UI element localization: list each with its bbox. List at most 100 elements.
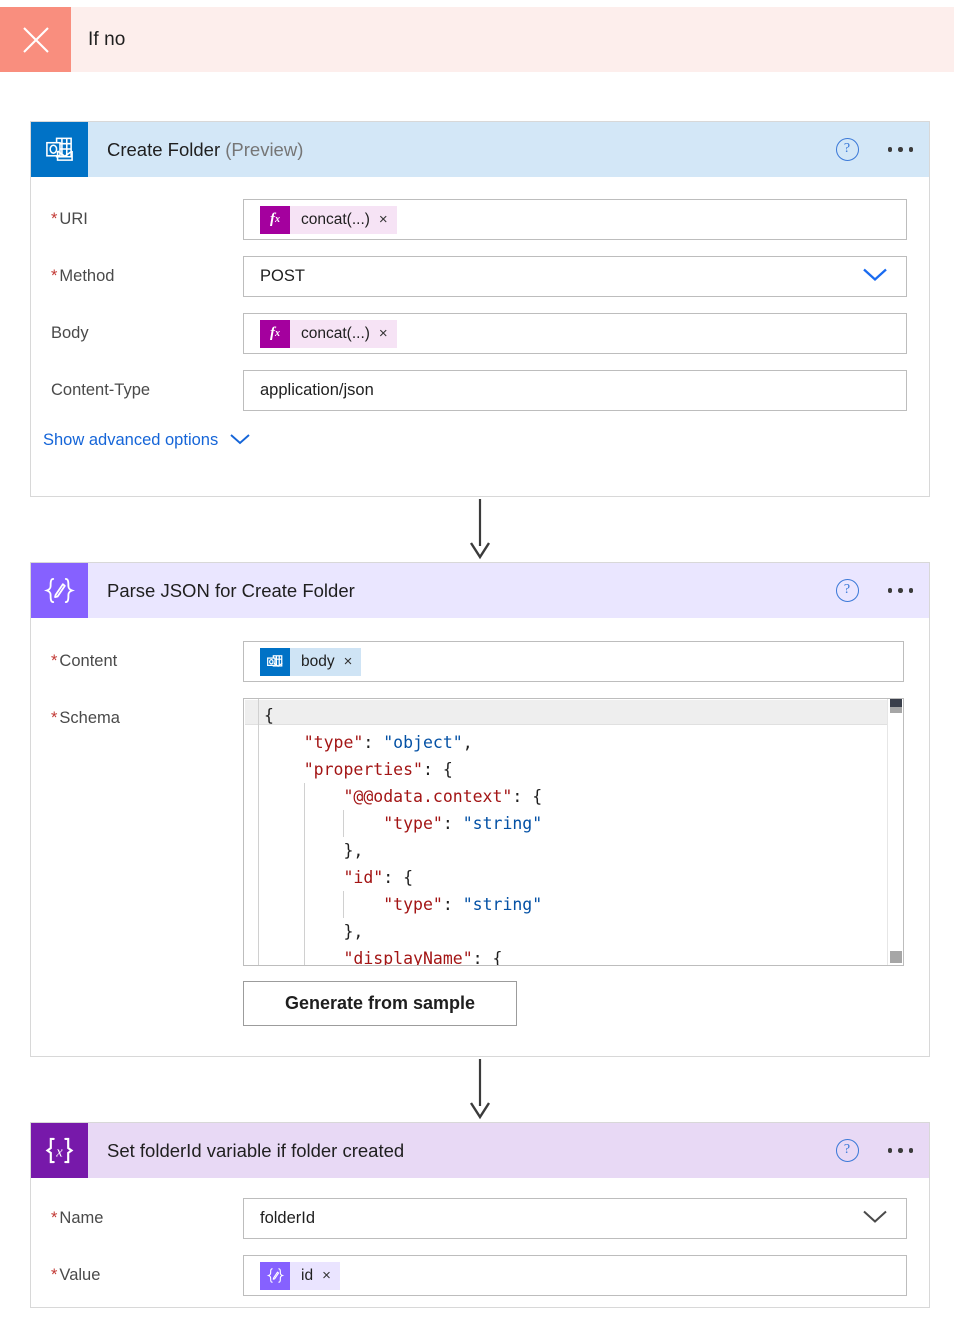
svg-text:x: x (55, 1144, 63, 1160)
card-header-actions: ? (835, 122, 916, 177)
card-header[interactable]: Create Folder (Preview) ? (31, 122, 929, 177)
field-value-name: folderId (260, 1209, 316, 1227)
card-title: Set folderId variable if folder created (107, 1140, 404, 1162)
code-line: "displayName": { (264, 945, 903, 966)
field-method-dropdown[interactable]: POST (243, 256, 907, 297)
indent-guide (303, 918, 305, 945)
field-label-content: *Content (51, 652, 118, 670)
scroll-down-button[interactable] (890, 951, 902, 963)
card-header-actions: ? (835, 1123, 916, 1178)
token-body: concat(...) × (290, 319, 397, 348)
indent-guide (343, 891, 345, 918)
indent-guide (303, 783, 305, 810)
token-label: concat(...) (301, 210, 370, 228)
card-title: Parse JSON for Create Folder (107, 580, 355, 602)
action-card-set-variable: x Set folderId variable if folder create… (30, 1122, 930, 1308)
required-asterisk: * (51, 652, 58, 670)
required-asterisk: * (51, 267, 58, 285)
token-remove-icon[interactable]: × (343, 653, 353, 670)
indent-guide (303, 837, 305, 864)
card-header[interactable]: Parse JSON for Create Folder ? (31, 563, 929, 618)
required-asterisk: * (51, 1266, 58, 1284)
more-options-icon[interactable] (886, 582, 916, 599)
more-options-icon[interactable] (886, 1142, 916, 1159)
more-options-icon[interactable] (886, 141, 916, 158)
code-line: "properties": { (264, 756, 903, 783)
connector-arrow-2 (469, 1059, 491, 1120)
token-chip-id[interactable]: id × (260, 1261, 340, 1290)
field-content-type[interactable]: application/json (243, 370, 907, 411)
card-title-suffix: (Preview) (225, 138, 304, 160)
parse-json-icon (31, 563, 88, 618)
token-label: body (301, 652, 335, 670)
token-remove-icon[interactable]: × (378, 211, 388, 228)
form-row-method: *Method POST (31, 256, 929, 299)
variable-icon: x (31, 1123, 88, 1178)
outlook-icon (31, 122, 88, 177)
field-variable-value[interactable]: id × (243, 1255, 907, 1296)
field-label-name: *Name (51, 1209, 104, 1227)
schema-code-editor[interactable]: { "type": "object", "properties": { "@@o… (243, 698, 904, 966)
code-token: "@@odata.context" (343, 787, 513, 806)
code-token: "id" (343, 868, 384, 887)
field-label-schema: *Schema (51, 709, 120, 727)
code-token: { (264, 706, 274, 725)
code-token: "displayName" (343, 949, 473, 966)
form-row-schema: *Schema { "type": "object", "properties"… (31, 698, 929, 1026)
action-card-parse-json: Parse JSON for Create Folder ? *Content (30, 562, 930, 1057)
schema-editor-wrapper: { "type": "object", "properties": { "@@o… (243, 698, 904, 1026)
code-token: "type" (383, 895, 443, 914)
help-icon[interactable]: ? (835, 1139, 859, 1162)
field-label-content-type: Content-Type (51, 381, 151, 399)
field-variable-name-dropdown[interactable]: folderId (243, 1198, 907, 1239)
help-icon[interactable]: ? (835, 579, 859, 602)
code-line: "id": { (264, 864, 903, 891)
code-token: "type" (303, 733, 364, 752)
generate-from-sample-button[interactable]: Generate from sample (243, 981, 517, 1026)
indent-guide (303, 864, 305, 891)
field-content[interactable]: body × (243, 641, 904, 682)
schema-code-content[interactable]: { "type": "object", "properties": { "@@o… (244, 699, 903, 966)
token-body: concat(...) × (290, 205, 397, 234)
chevron-down-icon[interactable] (862, 1209, 888, 1228)
code-token: , (462, 733, 473, 752)
token-chip-body[interactable]: body × (260, 647, 362, 676)
code-token: "object" (383, 733, 463, 752)
code-token: : { (383, 868, 414, 887)
code-token: : (442, 895, 463, 914)
required-asterisk: * (51, 210, 58, 228)
token-remove-icon[interactable]: × (378, 325, 388, 342)
show-advanced-options-link[interactable]: Show advanced options (43, 431, 251, 450)
code-token: }, (343, 841, 364, 860)
code-line: "@@odata.context": { (264, 783, 903, 810)
code-token: : (363, 733, 384, 752)
close-icon[interactable] (0, 7, 71, 72)
field-value-method: POST (260, 267, 305, 285)
card-body: *Content (31, 641, 929, 1026)
help-icon[interactable]: ? (835, 138, 859, 161)
indent-guide (303, 810, 305, 837)
scroll-thumb[interactable] (890, 699, 902, 707)
token-label: concat(...) (301, 324, 370, 342)
card-title: Create Folder (Preview) (107, 139, 303, 161)
required-asterisk: * (51, 709, 58, 727)
editor-scrollbar[interactable] (887, 699, 903, 965)
card-title-text: Create Folder (107, 138, 221, 160)
card-header-actions: ? (835, 563, 916, 618)
branch-header-if-no: If no (0, 7, 954, 72)
code-line: "type": "object", (264, 729, 903, 756)
token-body: body × (290, 647, 362, 676)
card-header[interactable]: x Set folderId variable if folder create… (31, 1123, 929, 1178)
chevron-down-icon[interactable] (862, 267, 888, 286)
indent-guide (343, 810, 345, 837)
code-line: }, (264, 918, 903, 945)
card-body: *Name folderId *Value (31, 1198, 929, 1298)
token-remove-icon[interactable]: × (322, 1267, 331, 1284)
